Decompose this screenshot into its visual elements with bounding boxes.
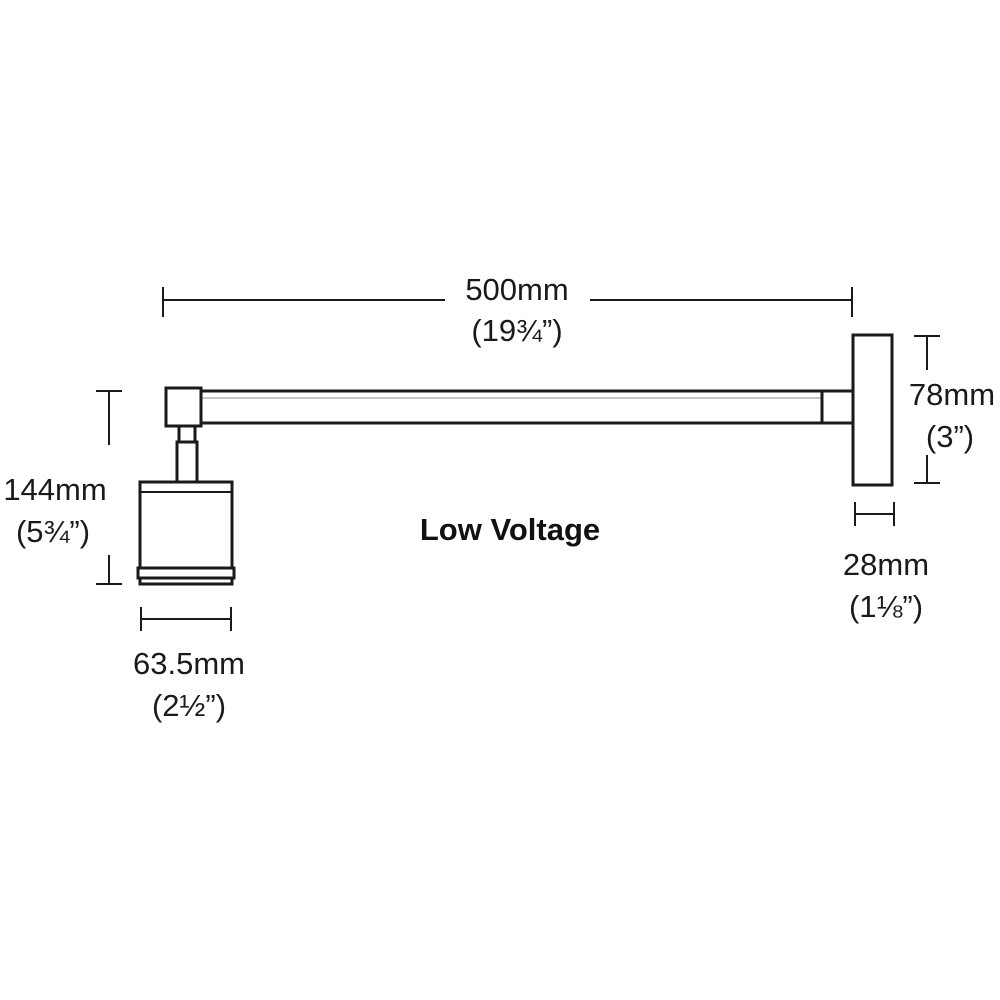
arm-tube (198, 389, 824, 425)
fixture-drawing (136, 333, 894, 586)
head-width-metric: 63.5mm (133, 646, 245, 681)
backplate-height-metric: 78mm (909, 377, 995, 412)
backplate-height-dimension: 78mm (3”) (909, 335, 995, 484)
backplate-depth-imperial: (1⅛”) (849, 589, 923, 624)
lamp-head-body (138, 480, 234, 570)
backplate-depth-metric: 28mm (843, 547, 929, 582)
wall-backplate (851, 333, 894, 487)
backplate-height-imperial: (3”) (926, 419, 974, 454)
arm-end-collar (820, 389, 856, 425)
arm-length-metric: 500mm (465, 272, 568, 307)
stem-upper (177, 424, 197, 444)
backplate-depth-dimension: 28mm (1⅛”) (843, 502, 929, 624)
head-width-dimension: 63.5mm (2½”) (133, 607, 245, 723)
stem-lower (175, 440, 199, 484)
head-height-metric: 144mm (3, 472, 106, 507)
head-height-dimension: 144mm (5¾”) (3, 390, 122, 585)
knuckle-joint (164, 386, 203, 428)
head-width-imperial: (2½”) (152, 688, 226, 723)
lamp-lens-base (138, 576, 234, 586)
arm-length-dimension: 500mm (19¾”) (162, 272, 853, 348)
head-height-imperial: (5¾”) (16, 514, 90, 549)
diagram-title: Low Voltage (420, 512, 600, 547)
arm-length-imperial: (19¾”) (471, 313, 562, 348)
